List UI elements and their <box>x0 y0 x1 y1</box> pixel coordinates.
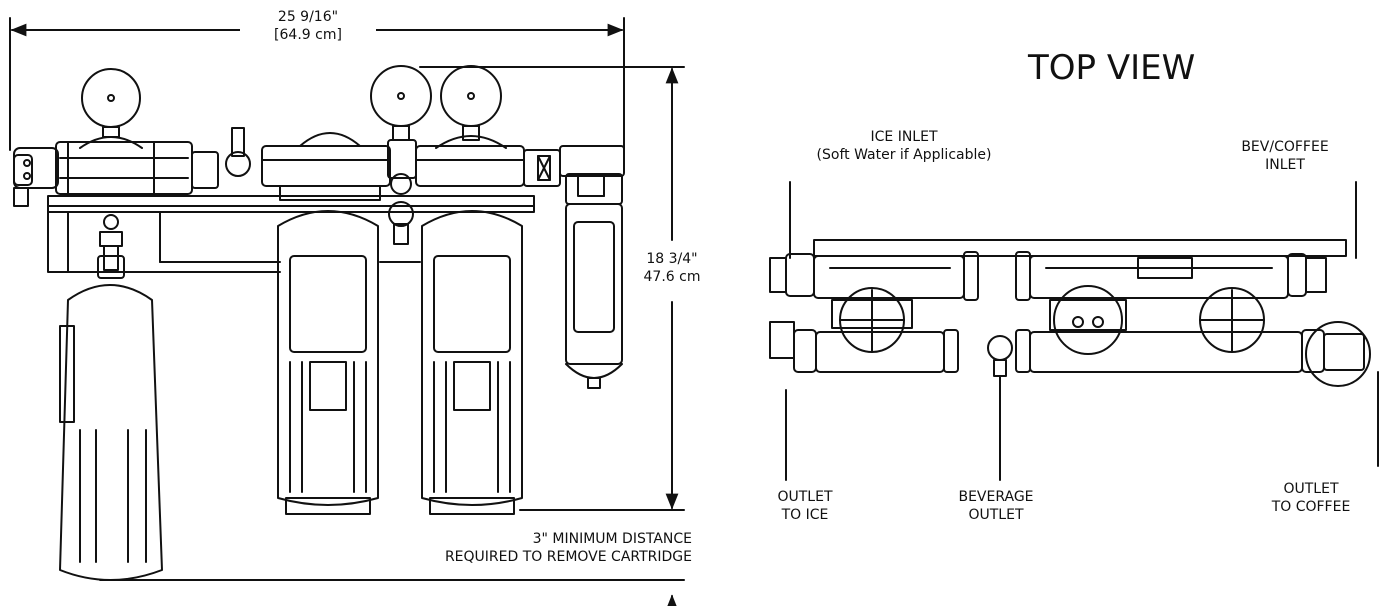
left-filter-head <box>13 141 219 207</box>
middle-filter-cartridge <box>277 210 379 515</box>
top-view-title: TOP VIEW <box>1028 48 1196 88</box>
small-prefilter <box>565 173 623 389</box>
bev-inlet-line-1: BEV/COFFEE <box>1241 139 1329 155</box>
clearance-line-1: 3" MINIMUM DISTANCE <box>532 531 692 547</box>
beverage-outlet-line-2: OUTLET <box>968 507 1024 523</box>
bev-inlet-label: BEV/COFFEE INLET <box>1230 138 1340 174</box>
top-view-left-head <box>769 251 979 353</box>
top-view-back-plate <box>813 239 1347 257</box>
outlet-ice-line-1: OUTLET <box>777 489 833 505</box>
beverage-outlet-label: BEVERAGE OUTLET <box>936 488 1056 524</box>
center-pressure-gauge <box>370 65 432 245</box>
right-filter-cartridge <box>421 210 523 515</box>
middle-filter-head <box>225 127 391 201</box>
top-view-right-head <box>1015 251 1327 355</box>
width-dimension-label: 25 9/16" [64.9 cm] <box>240 8 376 44</box>
height-metric: 47.6 cm <box>643 269 701 285</box>
top-view-left-outlet <box>769 321 959 373</box>
width-imperial: 25 9/16" <box>277 9 339 25</box>
bev-inlet-line-2: INLET <box>1265 157 1305 173</box>
top-view-right-outlet <box>987 321 1371 387</box>
outlet-coffee-line-1: OUTLET <box>1283 481 1339 497</box>
outlet-to-coffee-label: OUTLET TO COFFEE <box>1256 480 1366 516</box>
left-cartridge-neck <box>97 214 125 279</box>
ice-inlet-line-2: (Soft Water if Applicable) <box>816 147 992 163</box>
clearance-line-2: REQUIRED TO REMOVE CARTRIDGE <box>444 549 692 565</box>
height-dimension-label: 18 3/4" 47.6 cm <box>632 250 712 286</box>
width-dimension-line <box>9 17 625 151</box>
left-pressure-gauge <box>79 68 143 149</box>
outlet-to-ice-label: OUTLET TO ICE <box>762 488 848 524</box>
height-imperial: 18 3/4" <box>646 251 698 267</box>
outlet-coffee-line-2: TO COFFEE <box>1271 499 1351 515</box>
clearance-note: 3" MINIMUM DISTANCE REQUIRED TO REMOVE C… <box>380 530 692 566</box>
height-dimension-line <box>99 66 685 610</box>
beverage-outlet-line-1: BEVERAGE <box>958 489 1034 505</box>
left-filter-cartridge <box>59 284 163 581</box>
ice-inlet-line-1: ICE INLET <box>870 129 938 145</box>
mounting-bracket <box>47 195 535 273</box>
width-metric: [64.9 cm] <box>274 27 342 43</box>
ice-inlet-label: ICE INLET (Soft Water if Applicable) <box>784 128 1024 164</box>
outlet-ice-line-2: TO ICE <box>781 507 829 523</box>
label-leader-lines <box>785 181 1379 481</box>
right-pressure-gauge <box>415 65 625 197</box>
